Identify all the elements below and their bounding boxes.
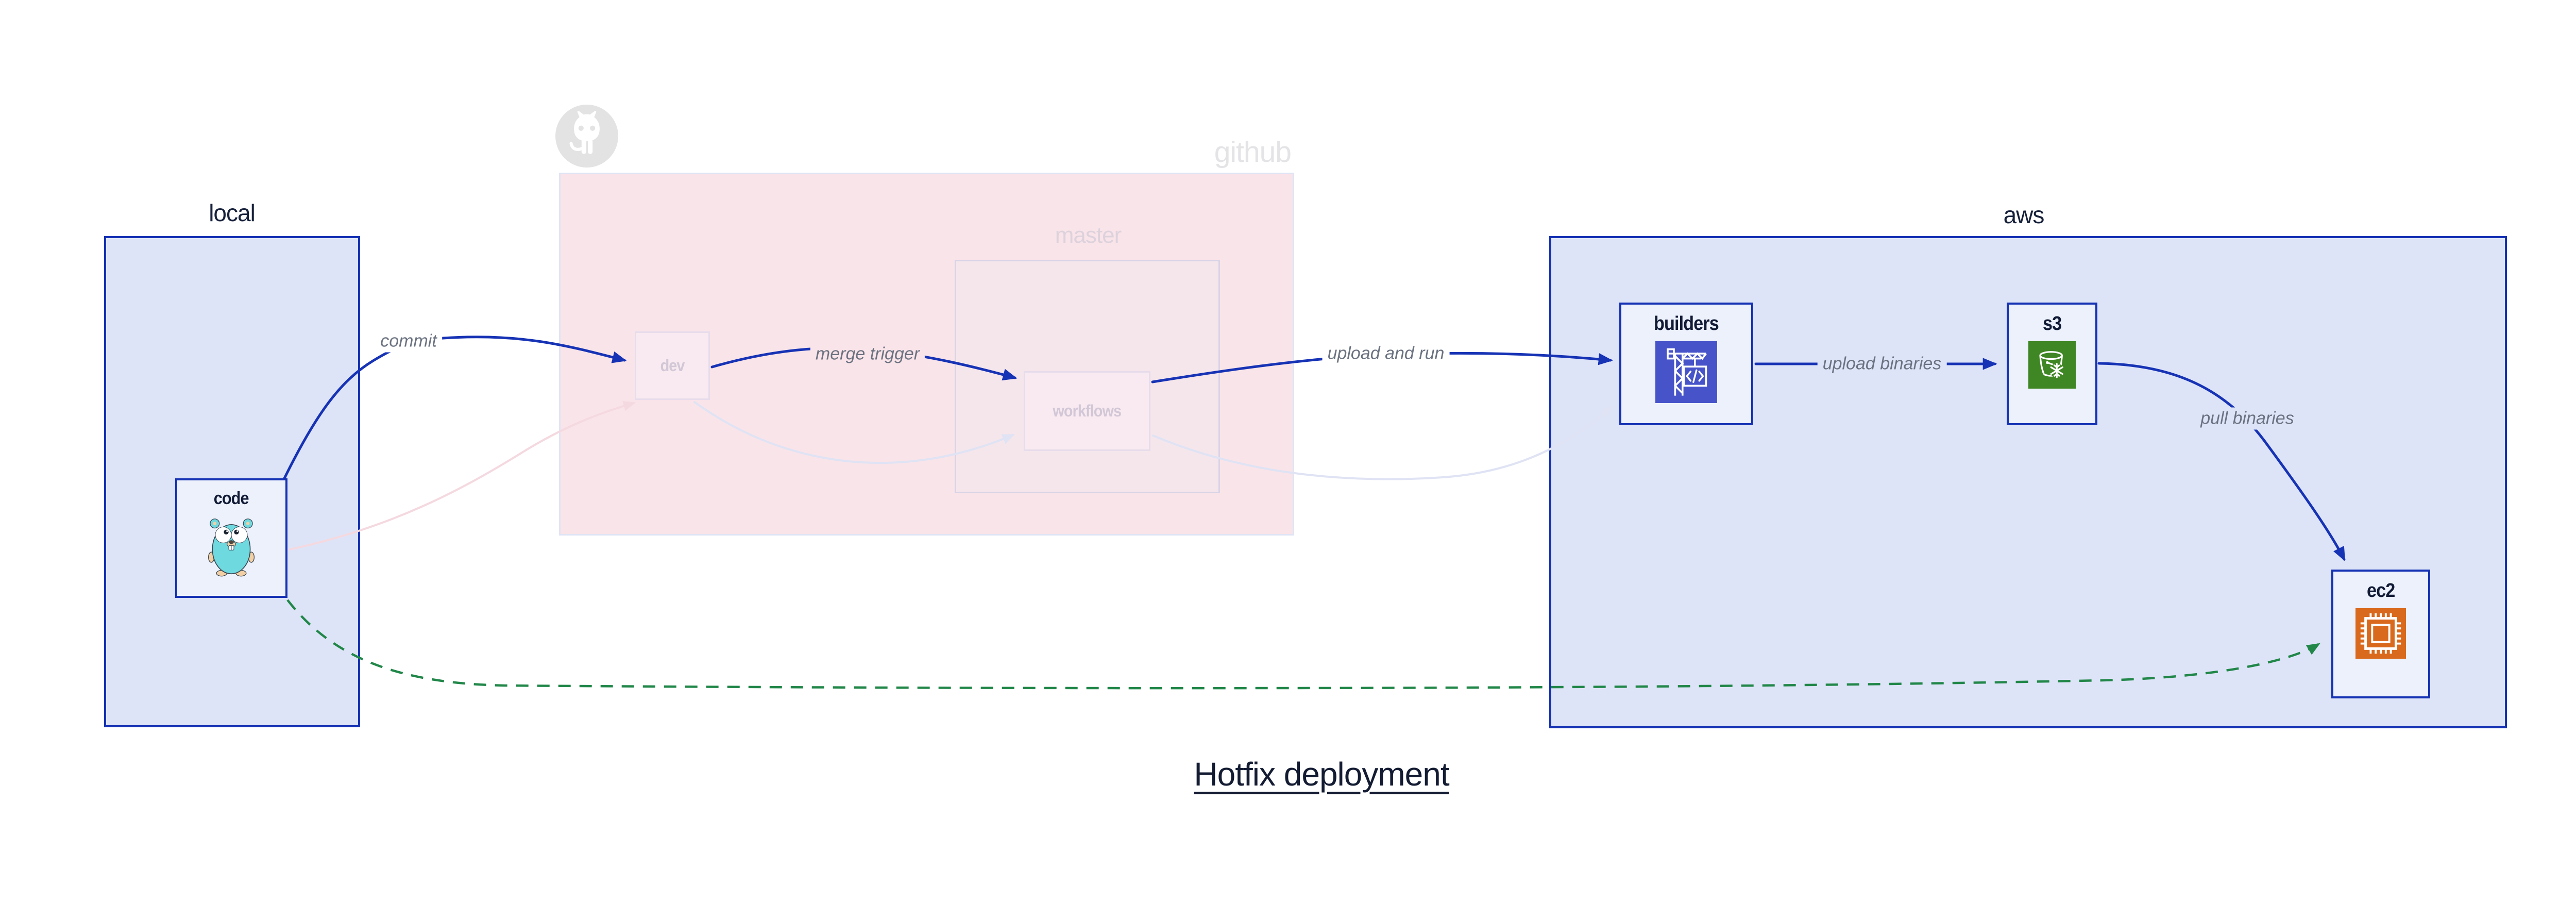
node-s3-label: s3 <box>2042 313 2062 335</box>
edge-pull-binaries <box>2097 362 2346 562</box>
node-ec2: ec2 <box>2331 570 2430 698</box>
edge-ghost-upload <box>1152 406 1614 480</box>
edge-ghost-merge <box>693 401 1015 464</box>
node-builders: builders <box>1619 303 1753 425</box>
node-builders-label: builders <box>1654 313 1719 335</box>
node-workflows: workflows <box>1024 371 1150 451</box>
aws-ec2-icon <box>2355 608 2406 659</box>
edge-label-commit: commit <box>375 330 442 353</box>
node-dev-label: dev <box>660 356 685 375</box>
node-dev: dev <box>635 331 710 400</box>
aws-s3-glacier-icon <box>2028 341 2076 389</box>
edge-label-pull-binaries: pull binaries <box>2195 407 2299 430</box>
page-title: Hotfix deployment <box>1194 756 1449 793</box>
local-container-label: local <box>209 199 256 226</box>
edge-commit <box>283 336 627 480</box>
node-code: code <box>175 478 287 598</box>
node-workflows-label: workflows <box>1053 402 1122 420</box>
edge-label-merge-trigger: merge trigger <box>810 343 925 365</box>
aws-container-label: aws <box>2003 202 2045 228</box>
edge-hotfix-dashed <box>286 599 2320 690</box>
aws-codebuild-icon <box>1655 341 1717 403</box>
edge-ghost-commit <box>289 400 636 550</box>
github-octocat-logo-icon <box>555 105 618 168</box>
node-s3: s3 <box>2007 303 2097 425</box>
node-code-label: code <box>214 489 249 508</box>
github-watermark-label: github <box>1214 136 1292 169</box>
node-ec2-label: ec2 <box>2366 580 2395 602</box>
edge-label-upload-and-run: upload and run <box>1322 342 1450 365</box>
go-gopher-icon <box>202 515 260 578</box>
master-branch-label: master <box>1055 223 1122 248</box>
edge-label-upload-binaries: upload binaries <box>1817 353 1947 375</box>
